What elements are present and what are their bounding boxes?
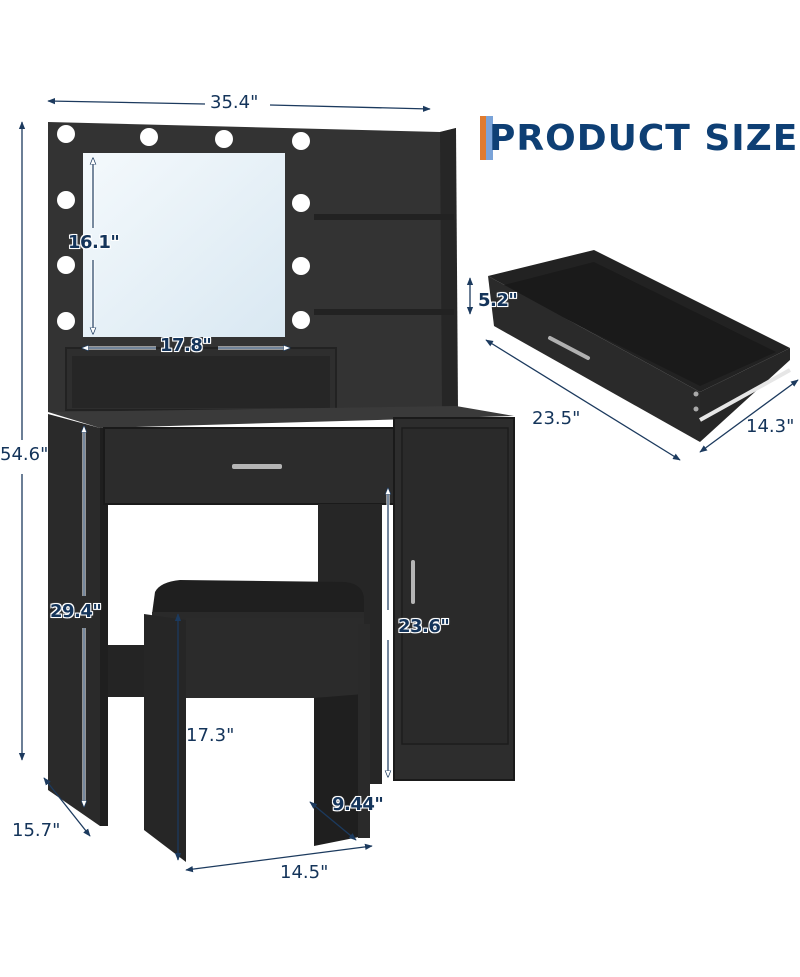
drawer-height-label: 5.2" [478, 290, 518, 311]
stool-width-label: 14.5" [280, 862, 329, 883]
mirror-width-label: 17.8" [160, 335, 212, 356]
dimension-lines [18, 98, 799, 873]
table-height-label: 29.4" [50, 601, 102, 622]
vanity-height-label: 54.6" [0, 444, 49, 465]
mirror-bulbs [57, 125, 310, 330]
product-size-title: PRODUCT SIZE [480, 116, 798, 160]
title-text: PRODUCT SIZE [489, 117, 799, 159]
drawer-length-label: 23.5" [532, 408, 581, 429]
title-accent-orange [480, 116, 486, 160]
mirror [83, 153, 285, 337]
stool-height-label: 17.3" [186, 725, 235, 746]
vanity-width-label: 35.4" [210, 92, 259, 113]
cabinet-height-label: 23.6" [398, 616, 450, 637]
title-accent-blue [486, 116, 493, 160]
mirror-height-label: 16.1" [68, 232, 120, 253]
drawer-depth-label: 14.3" [746, 416, 795, 437]
vanity-depth-label: 15.7" [12, 820, 61, 841]
stool-depth-label: 9.44" [332, 794, 384, 815]
